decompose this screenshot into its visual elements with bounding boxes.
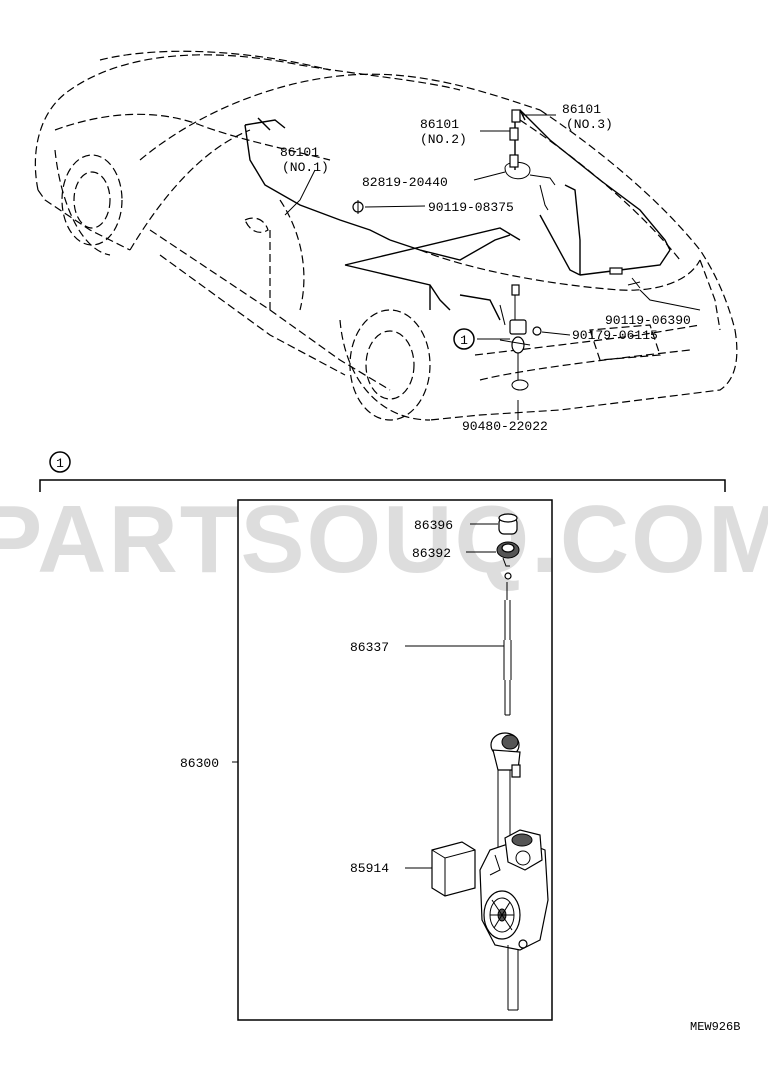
label-86101-no3: 86101 bbox=[562, 102, 601, 117]
detail-bracket bbox=[39, 479, 726, 492]
label-86300: 86300 bbox=[180, 756, 219, 771]
label-90480-22022: 90480-22022 bbox=[462, 419, 548, 434]
label-86396: 86396 bbox=[414, 518, 453, 533]
detail-frame bbox=[237, 499, 553, 1021]
label-86101-no1: 86101 bbox=[280, 145, 319, 160]
car-body-outline bbox=[34, 50, 738, 421]
label-85914: 85914 bbox=[350, 861, 389, 876]
label-86101-no3-sub: (NO.3) bbox=[566, 117, 613, 132]
label-90119-06390: 90119-06390 bbox=[605, 313, 691, 328]
label-86337: 86337 bbox=[350, 640, 389, 655]
detail-leader-lines bbox=[232, 523, 504, 869]
label-82819-20440: 82819-20440 bbox=[362, 175, 448, 190]
label-86101-no2-sub: (NO.2) bbox=[420, 132, 467, 147]
diagram-code: MEW926B bbox=[690, 1020, 740, 1034]
antenna-parts bbox=[431, 513, 549, 1011]
watermark: PARTSOUQ.COM bbox=[0, 486, 768, 593]
label-86101-no2: 86101 bbox=[420, 117, 459, 132]
label-90119-08375: 90119-08375 bbox=[428, 200, 514, 215]
top-leader-lines bbox=[284, 114, 701, 420]
wire-harness bbox=[244, 109, 671, 391]
label-86392: 86392 bbox=[412, 546, 451, 561]
label-90179-06115: 90179-06115 bbox=[572, 328, 658, 343]
callout-circle-detail bbox=[49, 451, 71, 473]
callout-1-detail: 1 bbox=[56, 456, 64, 471]
label-86101-no1-sub: (NO.1) bbox=[282, 160, 329, 175]
callout-1-top: 1 bbox=[460, 333, 468, 348]
callout-circle-top bbox=[453, 328, 475, 350]
